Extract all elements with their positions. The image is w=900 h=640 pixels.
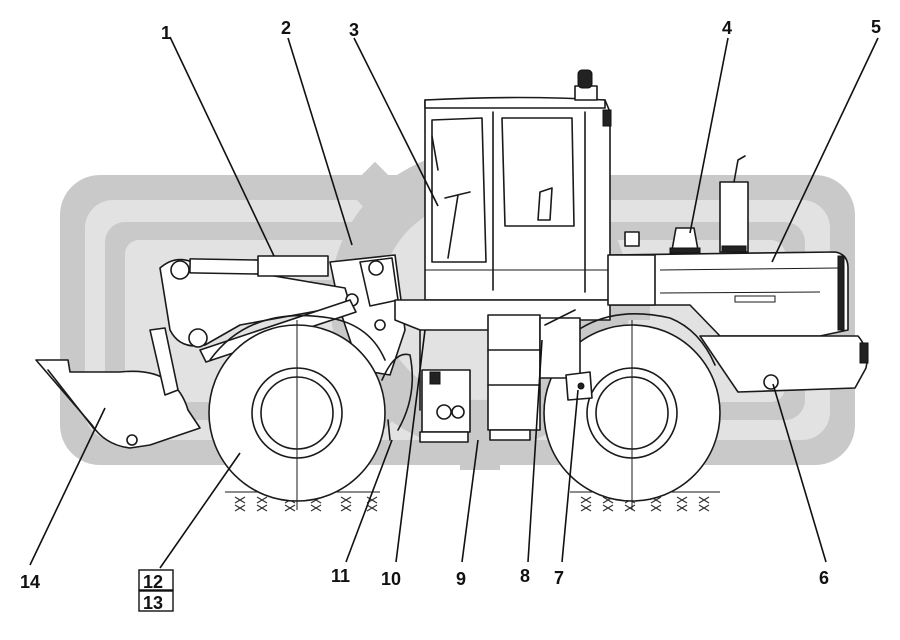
side-light: [565, 371, 593, 401]
leader-9: [461, 439, 479, 563]
callout-12-box: [138, 569, 174, 591]
fuel-filler: [624, 231, 640, 247]
callout-3: 3: [349, 20, 359, 40]
hatch-mark: [284, 504, 296, 512]
counterweight: [699, 335, 869, 393]
front-fender: [209, 314, 386, 361]
hatch-mark: [234, 496, 246, 504]
access-steps: [487, 314, 541, 441]
leader-8: [527, 339, 543, 563]
leader-3: [353, 37, 439, 207]
leader-6: [772, 383, 827, 563]
operator-cab: [424, 69, 612, 301]
callout-1: 1: [161, 23, 171, 43]
leader-11: [345, 439, 393, 563]
hatch-mark: [256, 504, 268, 512]
hatch-mark: [580, 496, 592, 504]
callout-7: 7: [554, 568, 564, 588]
hatch-mark: [676, 504, 688, 512]
callout-labels: 1 2 3 4 5 6 7 8 9 10 11 12 13 14: [20, 17, 881, 613]
hatch-mark: [624, 504, 636, 512]
callout-8: 8: [520, 566, 530, 586]
hatch-mark: [366, 504, 378, 512]
callout-9: 9: [456, 569, 466, 589]
bucket-cylinder: [189, 255, 329, 277]
hydraulic-pump: [419, 369, 471, 443]
leader-2: [287, 37, 353, 246]
leader-7: [561, 389, 579, 563]
fuel-tank: [607, 254, 656, 306]
leader-5: [771, 37, 879, 263]
engine-hood: [607, 251, 849, 337]
leader-1: [169, 36, 275, 257]
callout-6: 6: [819, 568, 829, 588]
battery-box: [539, 309, 581, 379]
callout-12: 12: [143, 572, 163, 592]
leader-4: [689, 37, 729, 234]
hatch-mark: [676, 496, 688, 504]
leader-12: [159, 452, 241, 569]
callout-14: 14: [20, 572, 40, 592]
callout-2: 2: [281, 18, 291, 38]
leader-10: [395, 329, 426, 563]
hatch-mark: [340, 504, 352, 512]
bucket: [35, 327, 201, 449]
hatch-mark: [650, 496, 662, 504]
hatch-mark: [256, 496, 268, 504]
hatch-mark: [310, 504, 322, 512]
exhaust-stack: [719, 155, 749, 253]
air-cleaner-cap: [669, 227, 701, 254]
hydraulic-hoses: [381, 353, 414, 441]
rear-wheel: [543, 320, 721, 510]
leader-14: [29, 407, 106, 566]
callout-13-box: [138, 590, 174, 612]
callout-4: 4: [722, 18, 732, 38]
callout-10: 10: [381, 569, 401, 589]
lift-arm: [159, 258, 359, 348]
hatch-mark: [698, 504, 710, 512]
callout-5: 5: [871, 17, 881, 37]
hatch-mark: [234, 504, 246, 512]
hatch-mark: [650, 504, 662, 512]
hatch-mark: [580, 504, 592, 512]
leader-lines: [29, 36, 879, 569]
hatch-mark: [602, 504, 614, 512]
callout-11: 11: [331, 566, 350, 586]
hatch-mark: [698, 496, 710, 504]
callout-13: 13: [143, 593, 163, 613]
front-wheel: [208, 320, 386, 510]
hatch-mark: [340, 496, 352, 504]
